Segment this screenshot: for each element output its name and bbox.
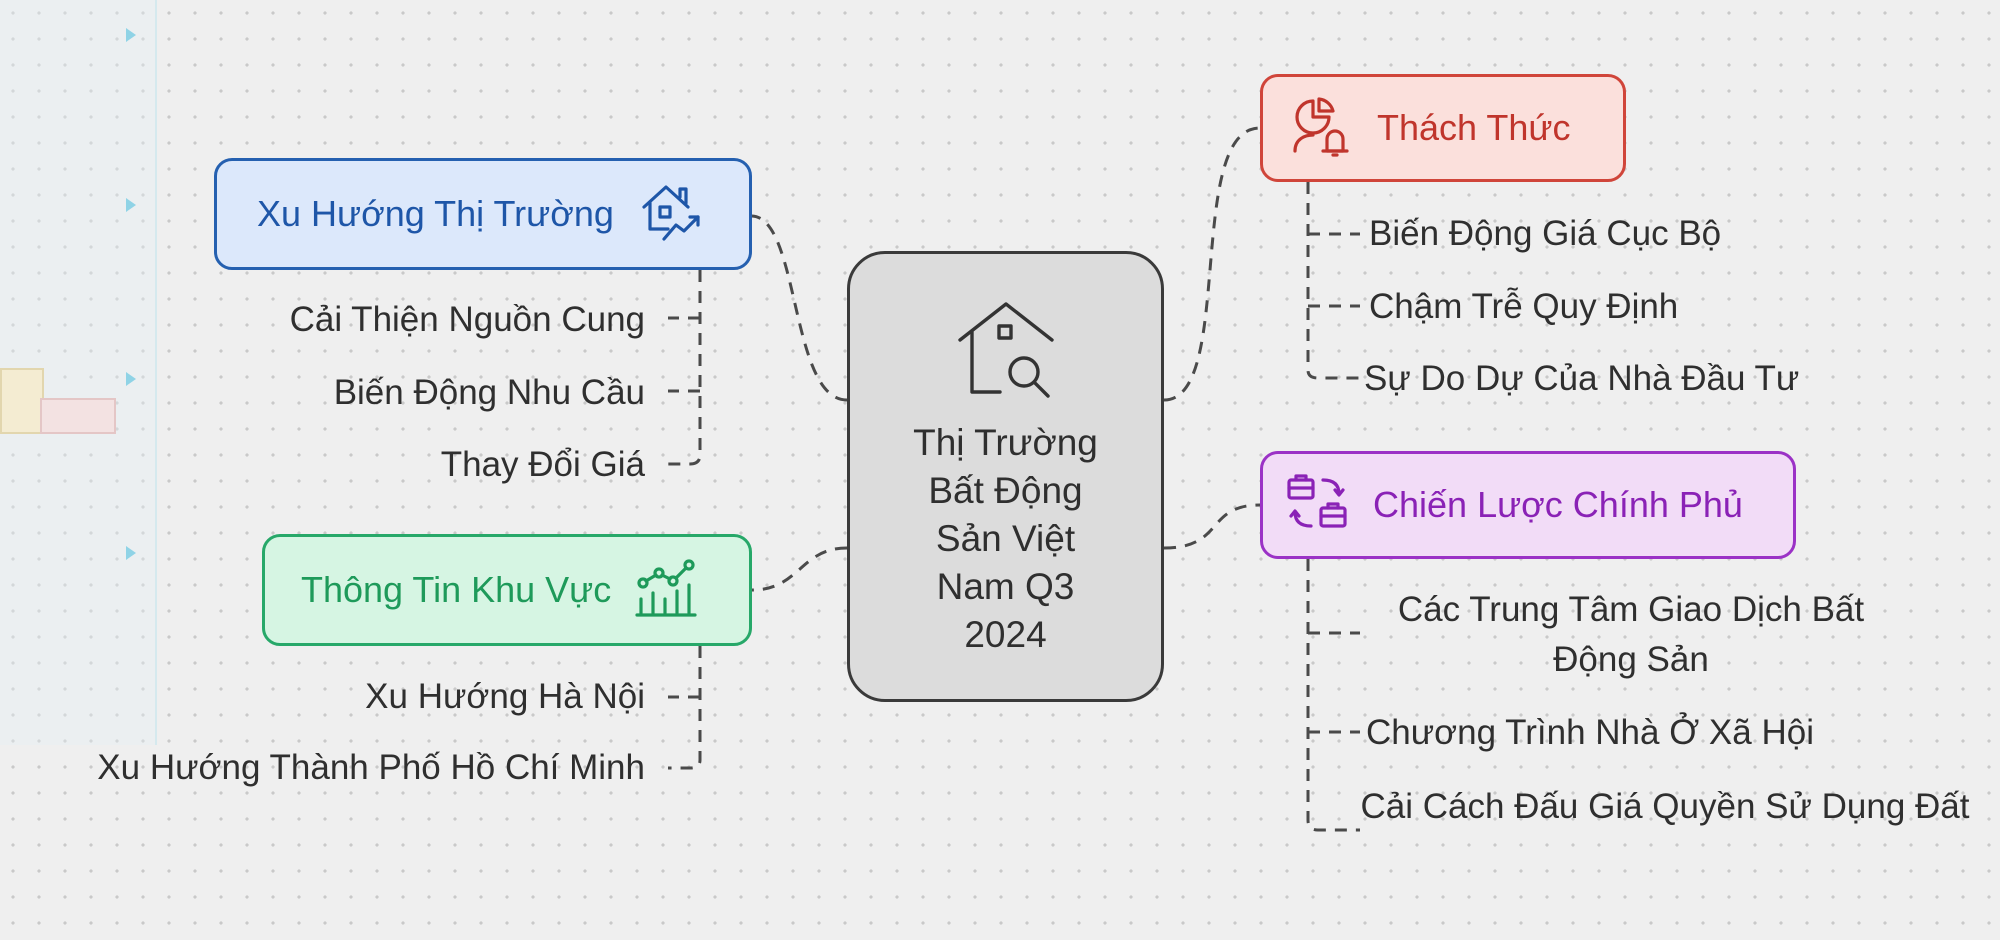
house-search-icon xyxy=(956,298,1056,403)
connector-government-children xyxy=(1306,559,1360,832)
house-trend-icon xyxy=(638,179,704,250)
briefcase-exchange-icon xyxy=(1285,470,1351,541)
connector-center-regional-info xyxy=(751,546,848,592)
chart-alert-icon xyxy=(1289,95,1351,162)
connector-challenge-children xyxy=(1306,182,1360,380)
branch-market-trends[interactable]: Xu Hướng Thị Trường xyxy=(214,158,752,270)
branch-regional-info[interactable]: Thông Tin Khu Vực xyxy=(262,534,752,646)
connector-region-children xyxy=(668,646,702,770)
branch-challenges-label: Thách Thức xyxy=(1377,107,1571,148)
branch-government-strategy-label: Chiến Lược Chính Phủ xyxy=(1373,484,1743,525)
leaf-supply-improvement: Cải Thiện Nguồn Cung xyxy=(289,300,645,339)
background-shape xyxy=(0,368,44,434)
branch-challenges[interactable]: Thách Thức xyxy=(1260,74,1626,182)
leaf-demand-fluctuation: Biến Động Nhu Cầu xyxy=(333,373,645,412)
leaf-price-change: Thay Đổi Giá xyxy=(440,445,645,484)
collapse-arrow-icon xyxy=(126,28,136,42)
connector-trend-children xyxy=(668,270,702,466)
chart-growth-icon xyxy=(633,555,699,626)
background-shape xyxy=(40,398,116,434)
collapse-arrow-icon xyxy=(126,198,136,212)
central-topic[interactable]: Thị Trường Bất Động Sản Việt Nam Q3 2024 xyxy=(847,251,1164,702)
connector-center-challenges xyxy=(1163,126,1261,402)
leaf-hanoi-trend: Xu Hướng Hà Nội xyxy=(365,677,645,716)
collapse-arrow-icon xyxy=(126,372,136,386)
background-canvas-panel xyxy=(0,0,157,745)
branch-regional-info-label: Thông Tin Khu Vực xyxy=(301,569,612,610)
leaf-social-housing-program: Chương Trình Nhà Ở Xã Hội xyxy=(1366,713,1814,752)
leaf-local-price-volatility: Biến Động Giá Cục Bộ xyxy=(1369,214,1722,253)
leaf-real-estate-trading-centers: Các Trung Tâm Giao Dịch Bất Động Sản xyxy=(1397,590,1865,679)
leaf-land-auction-reform: Cải Cách Đấu Giá Quyền Sử Dụng Đất xyxy=(1360,787,1970,826)
leaf-hcmc-trend: Xu Hướng Thành Phố Hồ Chí Minh xyxy=(97,748,645,787)
branch-market-trends-label: Xu Hướng Thị Trường xyxy=(257,193,614,234)
branch-government-strategy[interactable]: Chiến Lược Chính Phủ xyxy=(1260,451,1796,559)
leaf-regulatory-delay: Chậm Trễ Quy Định xyxy=(1369,287,1679,326)
collapse-arrow-icon xyxy=(126,546,136,560)
connector-center-market-trends xyxy=(751,214,848,402)
leaf-investor-hesitation: Sự Do Dự Của Nhà Đầu Tư xyxy=(1364,359,1800,398)
connector-center-government xyxy=(1163,503,1261,550)
central-topic-title: Thị Trường Bất Động Sản Việt Nam Q3 2024 xyxy=(913,422,1098,655)
